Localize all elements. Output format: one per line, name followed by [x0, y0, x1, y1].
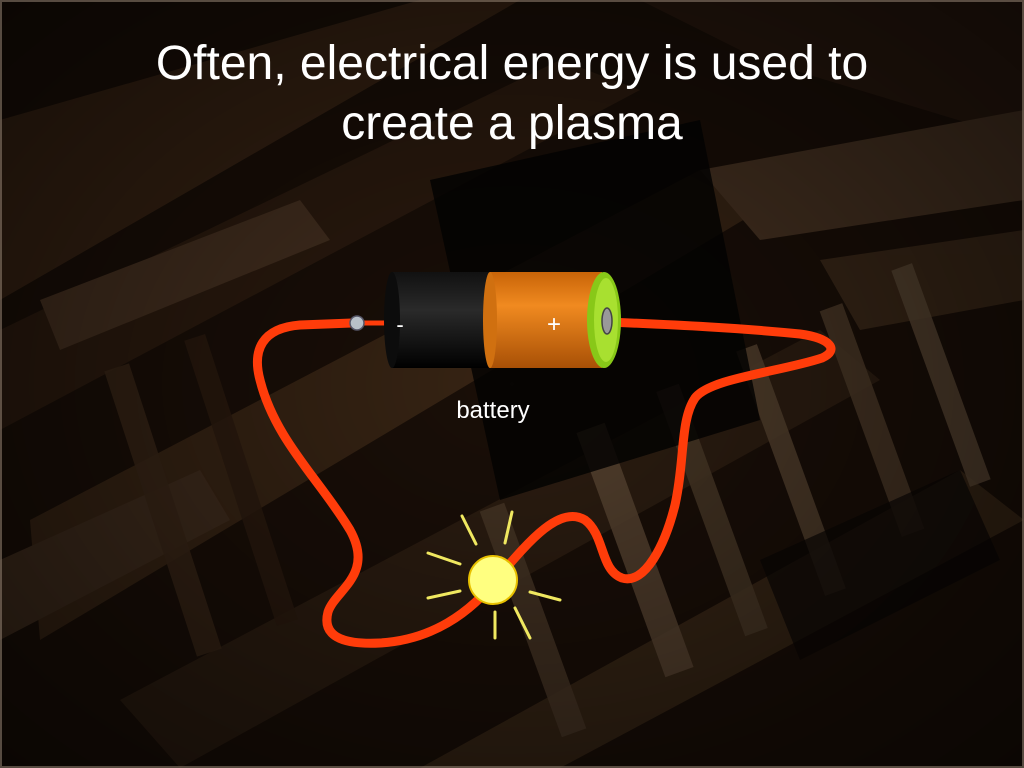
glow-ray: [513, 606, 532, 640]
battery-black-body: [386, 272, 498, 368]
positive-terminal: [601, 307, 613, 335]
battery-label: battery: [456, 397, 529, 424]
title-line-1: Often, electrical energy is used to: [155, 37, 869, 90]
glow-ray: [528, 590, 562, 602]
plasma-glow: [426, 510, 562, 640]
negative-terminal: [349, 315, 365, 331]
positive-sign: +: [547, 311, 561, 338]
glow-ray: [426, 589, 462, 600]
glow-ray: [460, 514, 478, 546]
title-line-2: create a plasma: [341, 97, 683, 150]
glow-ray: [503, 510, 514, 545]
battery: - +: [349, 272, 621, 368]
plasma-lamp: [468, 555, 518, 605]
battery-orange-band: [490, 272, 602, 368]
circuit-wire: [252, 317, 836, 648]
negative-sign: -: [396, 312, 403, 337]
glow-ray: [426, 551, 462, 566]
slide-title: Often, electrical energy is used to crea…: [40, 34, 984, 154]
